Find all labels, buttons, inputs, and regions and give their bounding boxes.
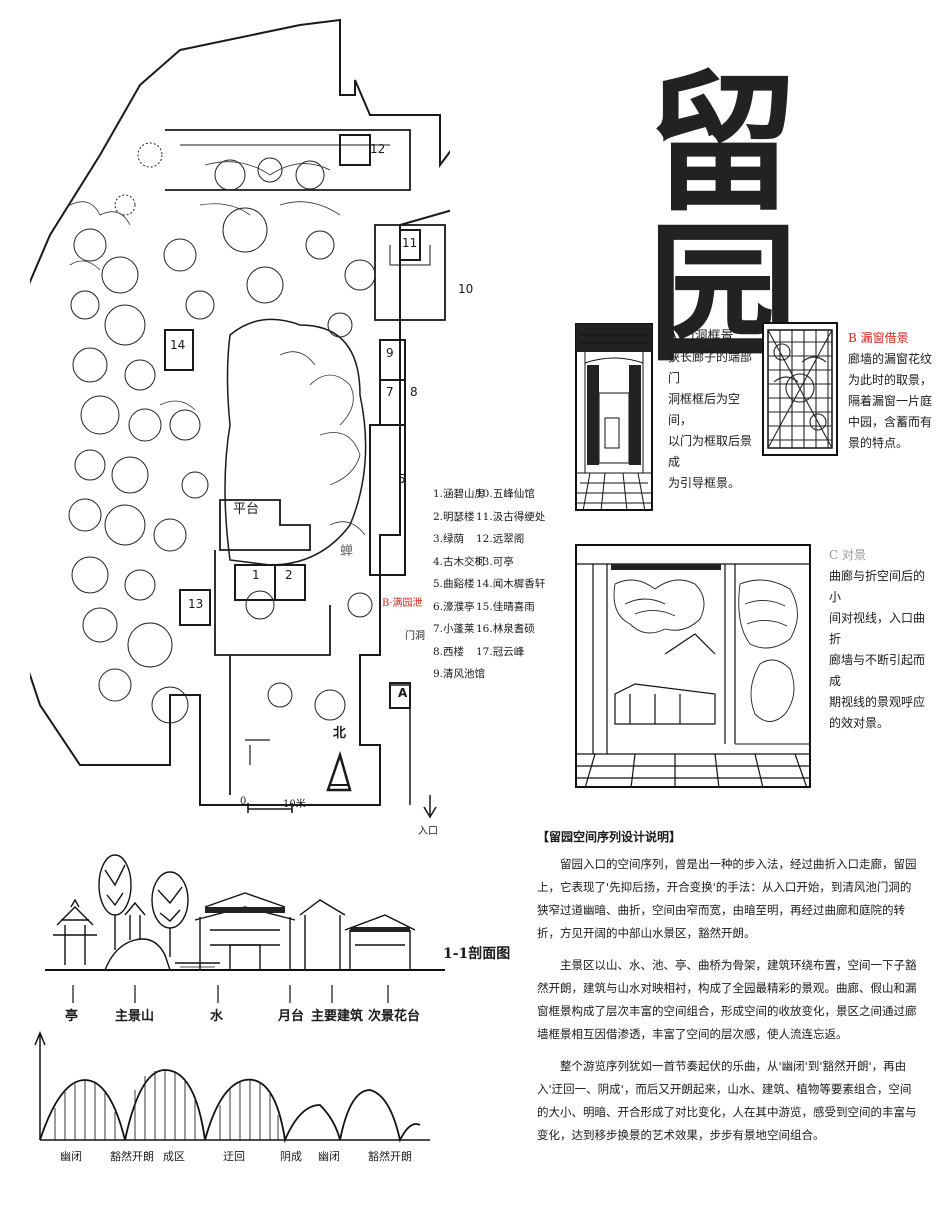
legend-item: 11.汲古得绠处 (476, 510, 546, 523)
plan-label-door: 门洞 (405, 631, 425, 642)
caption-a-line: 狭长廊子的端部门 (668, 350, 753, 385)
rhythm-label: 迂回 (223, 1150, 245, 1163)
room-number: 7 (386, 385, 394, 399)
legend-item: 10.五峰仙馆 (476, 488, 535, 500)
section-label: 主要建筑 (311, 1009, 364, 1024)
plan-label-chanfang: 蝉 (340, 544, 354, 559)
plan-north-label: 北 (333, 726, 347, 741)
plan-scale-text: 10米 (283, 799, 306, 810)
caption-a-title: A 门洞框景 (668, 329, 734, 344)
room-number: 8 (410, 385, 418, 399)
description-paragraph: 整个游览序列犹如一首节奏起伏的乐曲，从'幽闭'到'豁然开朗'，再由入'迂回一、阴… (537, 1059, 917, 1142)
legend-item: 1.涵碧山房 (433, 488, 486, 500)
legend-item: 12.远翠阁 (476, 533, 525, 545)
room-number: 12 (370, 142, 386, 156)
legend-item: 4.古木交柯 (433, 555, 486, 568)
room-number: 5 (398, 472, 406, 486)
caption-b-line: 为此时的取景， (848, 373, 933, 387)
caption-b: B 漏窗借景 廊墙的漏窗花纹 为此时的取景， 隔着漏窗一片庭 中园，含蓄而有 景… (848, 328, 932, 454)
legend-item: 2.明瑟楼 (433, 510, 475, 523)
plan-entrance-label: 入口 (418, 826, 438, 837)
caption-b-line: 隔着漏窗一片庭 (848, 394, 933, 408)
rhythm-label: 幽闭 (60, 1150, 82, 1163)
caption-a: A 门洞框景 狭长廊子的端部门 洞框框后为空间， 以门为框取后景成 为引导框景。 (668, 326, 754, 494)
plan-red-label: B·满园泄 (382, 594, 423, 609)
section-title: 1-1剖面图 (443, 946, 511, 962)
legend-item: 8.西楼 (433, 645, 465, 658)
caption-c-line: 曲廊与折空间后的小 (829, 569, 926, 604)
legend-item: 6.濠濮亭 (433, 600, 475, 613)
caption-c-line: 的效对景。 (829, 716, 890, 730)
rhythm-label: 成区 (163, 1150, 185, 1163)
room-number: 10 (458, 282, 474, 296)
plan-red-label-text: ·满园泄 (389, 598, 423, 609)
section-label: 次景花台 (368, 1009, 421, 1024)
caption-a-line: 洞框框后为空间， (668, 392, 741, 427)
rhythm-label: 豁然开朗 (110, 1150, 154, 1163)
page-title: 留园 (648, 58, 809, 382)
sketch-b-lattice-window (762, 322, 838, 456)
legend-col-1: 1.涵碧山房 2.明瑟楼 3.绿荫 4.古木交柯 5.曲谿楼 6.濠濮亭 7.小… (433, 483, 503, 686)
section-drawing (45, 854, 445, 971)
plan-label-platform: 平台 (233, 502, 260, 517)
description-title: 【留园空间序列设计说明】 (537, 830, 682, 844)
site-plan (30, 18, 450, 819)
caption-b-title: B 漏窗借景 (848, 331, 909, 345)
section-leaders (72, 985, 389, 1003)
room-number: 2 (285, 568, 293, 582)
description-paragraph: 留园入口的空间序列，曾是出一种的步入法，经过曲折入口走廊，留园上，它表现了'先抑… (537, 857, 917, 940)
sketch-c-corridor-view (575, 544, 811, 788)
description-paragraph: 主景区以山、水、池、亭、曲桥为骨架，建筑环绕布置，空间一下子豁然开朗，建筑与山水… (537, 958, 917, 1041)
room-number: 14 (170, 338, 186, 352)
legend-item: 13.可亭 (476, 555, 514, 568)
legend-item: 5.曲谿楼 (433, 578, 475, 590)
legend-item: 9.清风池馆 (433, 668, 486, 680)
caption-b-line: 中园，含蓄而有 (848, 415, 933, 429)
caption-c-line: 期视线的景观呼应 (829, 695, 926, 709)
section-label: 月台 (278, 1009, 305, 1024)
caption-c-line: 廊墙与不断引起而成 (829, 653, 926, 688)
caption-c-line: 间对视线，入口曲折 (829, 611, 926, 646)
room-number: 9 (386, 346, 394, 360)
legend-col-2: 10.五峰仙馆 11.汲古得绠处 12.远翠阁 13.可亭 14.闻木樨香轩 1… (476, 483, 556, 663)
caption-a-line: 以门为框取后景成 (668, 434, 753, 469)
plan-scale-zero: 0 (240, 796, 247, 807)
room-number: A (398, 686, 408, 700)
caption-a-line: 为引导框景。 (668, 476, 741, 490)
room-number: 13 (188, 597, 204, 611)
room-number: 1 (252, 568, 260, 582)
legend-item: 14.闻木樨香轩 (476, 578, 546, 590)
plan-red-label-letter: B (382, 598, 390, 609)
caption-b-line: 廊墙的漏窗花纹 (848, 352, 933, 366)
legend-item: 17.冠云峰 (476, 645, 525, 658)
rhythm-label: 幽闭 (318, 1150, 340, 1163)
caption-c: C 对景 曲廊与折空间后的小 间对视线，入口曲折 廊墙与不断引起而成 期视线的景… (829, 545, 929, 734)
section-label: 主景山 (115, 1009, 155, 1024)
legend-item: 15.佳晴喜雨 (476, 600, 535, 613)
rhythm-label: 豁然开朗 (368, 1150, 412, 1163)
room-number: 11 (402, 236, 418, 250)
rhythm-label: 阴成 (280, 1150, 302, 1163)
sketch-a-door-frame (575, 323, 653, 511)
section-label: 亭 (65, 1009, 79, 1024)
legend-item: 7.小蓬莱 (433, 623, 475, 635)
design-description: 【留园空间序列设计说明】 留园入口的空间序列，曾是出一种的步入法，经过曲折入口走… (537, 828, 917, 1156)
legend-item: 3.绿荫 (433, 533, 465, 545)
caption-c-title: C 对景 (829, 548, 866, 562)
section-label: 水 (210, 1009, 224, 1024)
caption-b-line: 景的特点。 (848, 436, 909, 450)
legend-item: 16.林泉耆硕 (476, 623, 535, 635)
spatial-rhythm-curve (34, 1031, 430, 1144)
